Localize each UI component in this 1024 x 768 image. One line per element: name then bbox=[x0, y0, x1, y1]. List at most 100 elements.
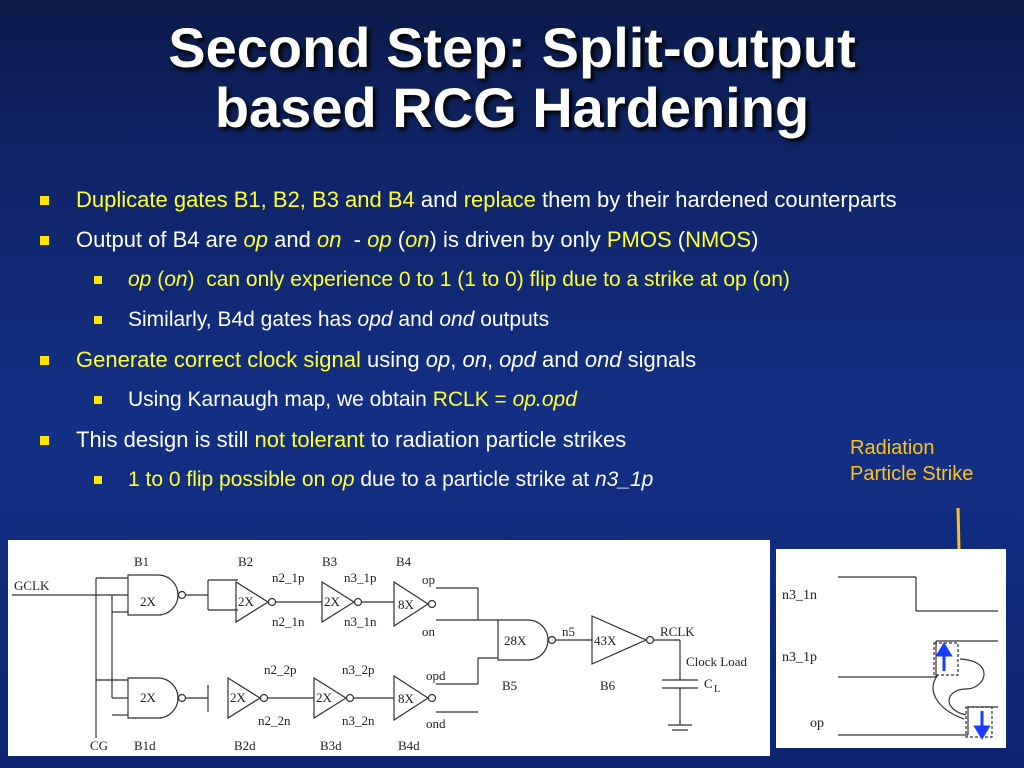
label-b1: B1 bbox=[134, 554, 149, 569]
slide-title: Second Step: Split-output based RCG Hard… bbox=[0, 18, 1024, 138]
circuit-diagram: GCLK CG B1 B2 B3 B4 B1d B2d B3d B4d B5 B… bbox=[8, 540, 770, 756]
text: Generate correct clock signal bbox=[76, 347, 361, 372]
text: , bbox=[450, 347, 463, 372]
text: This design is still bbox=[76, 427, 255, 452]
gate-size-b6: 43X bbox=[594, 633, 617, 648]
text: and bbox=[535, 347, 585, 372]
waveform-panel: n3_1n n3_1p op bbox=[776, 549, 1006, 748]
label-b2d: B2d bbox=[234, 738, 256, 753]
gate-size-b5: 28X bbox=[504, 633, 527, 648]
text: op bbox=[331, 468, 355, 491]
text: ( bbox=[151, 268, 165, 291]
node-opd: opd bbox=[426, 668, 446, 683]
node-ond: ond bbox=[426, 716, 446, 731]
text: to radiation particle strikes bbox=[364, 427, 627, 452]
gate-size-b4d: 8X bbox=[398, 691, 415, 706]
label-b5: B5 bbox=[502, 678, 517, 693]
node-n2-1p: n2_1p bbox=[272, 570, 305, 585]
bullet-output-b4: Output of B4 are op and on - op (on) is … bbox=[38, 226, 998, 254]
text: on bbox=[316, 227, 342, 252]
cl-subscript: L bbox=[714, 684, 720, 695]
node-n3-2p: n3_2p bbox=[342, 662, 375, 677]
title-line-2: based RCG Hardening bbox=[214, 76, 810, 139]
gate-size-b2: 2X bbox=[238, 594, 255, 609]
circuit-svg: GCLK CG B1 B2 B3 B4 B1d B2d B3d B4d B5 B… bbox=[12, 554, 748, 753]
cl-label: C bbox=[704, 676, 713, 691]
text: op bbox=[367, 227, 392, 252]
wave-label-n3-1p: n3_1p bbox=[782, 650, 817, 665]
node-n3-2n: n3_2n bbox=[342, 713, 375, 728]
node-n2-2p: n2_2p bbox=[264, 662, 297, 677]
text: Duplicate gates B1, B2, B3 and B4 bbox=[76, 187, 415, 212]
radiation-label-line-2: Particle Strike bbox=[850, 463, 974, 485]
gate-size-b4: 8X bbox=[398, 597, 415, 612]
label-b4d: B4d bbox=[398, 738, 420, 753]
text: op bbox=[243, 227, 269, 252]
node-n3-1n: n3_1n bbox=[344, 614, 377, 629]
node-n2-2n: n2_2n bbox=[258, 713, 291, 728]
sub-bullet-flip-possible: 1 to 0 flip possible on op due to a part… bbox=[38, 466, 998, 494]
bullet-list: Duplicate gates B1, B2, B3 and B4 and re… bbox=[38, 186, 998, 506]
text: ond bbox=[584, 347, 622, 372]
text: n3_1p bbox=[594, 468, 654, 491]
text: ( bbox=[391, 227, 406, 252]
text: RCLK = bbox=[432, 388, 513, 411]
node-n5: n5 bbox=[562, 624, 575, 639]
node-n3-1p: n3_1p bbox=[344, 570, 377, 585]
text: ) can only experience 0 to 1 (1 to 0) fl… bbox=[187, 268, 790, 291]
text: PMOS bbox=[606, 227, 672, 252]
text: using bbox=[360, 347, 426, 372]
waveform-svg: n3_1n n3_1p op bbox=[782, 576, 998, 740]
text: and bbox=[414, 187, 464, 212]
text: on bbox=[164, 268, 188, 291]
sub-bullet-b4d: Similarly, B4d gates has opd and ond out… bbox=[38, 306, 998, 334]
gate-size-b3d: 2X bbox=[316, 690, 333, 705]
text: Using Karnaugh map, we obtain bbox=[128, 388, 433, 411]
text: on bbox=[462, 347, 487, 372]
clock-load-label: Clock Load bbox=[686, 654, 748, 669]
label-b2: B2 bbox=[238, 554, 253, 569]
text: them by their hardened counterparts bbox=[535, 187, 897, 212]
text: Similarly, B4d gates has bbox=[128, 308, 358, 331]
text: - bbox=[341, 227, 368, 252]
wave-label-n3-1n: n3_1n bbox=[782, 588, 817, 603]
text: ond bbox=[439, 308, 475, 331]
text: and bbox=[392, 308, 440, 331]
text: ) bbox=[751, 227, 759, 252]
text: signals bbox=[621, 347, 697, 372]
radiation-label-line-1: Radiation bbox=[850, 437, 935, 459]
text: op bbox=[128, 268, 152, 291]
text: NMOS bbox=[685, 227, 752, 252]
label-b3d: B3d bbox=[320, 738, 342, 753]
title-line-1: Second Step: Split-output bbox=[168, 16, 856, 79]
node-on: on bbox=[422, 624, 436, 639]
radiation-label: Radiation Particle Strike bbox=[850, 435, 973, 487]
bullet-duplicate-gates: Duplicate gates B1, B2, B3 and B4 and re… bbox=[38, 186, 998, 214]
sub-bullet-op-flip: op (on) can only experience 0 to 1 (1 to… bbox=[38, 266, 998, 294]
text: not tolerant bbox=[254, 427, 365, 452]
label-b3: B3 bbox=[322, 554, 337, 569]
text: opd bbox=[499, 347, 536, 372]
text: op bbox=[425, 347, 451, 372]
text: ) is driven by only bbox=[429, 227, 607, 252]
text: on bbox=[405, 227, 430, 252]
label-b4: B4 bbox=[396, 554, 412, 569]
gate-size-b1: 2X bbox=[140, 594, 157, 609]
text: , bbox=[486, 347, 500, 372]
bullet-generate-clock: Generate correct clock signal using op, … bbox=[38, 346, 998, 374]
text: outputs bbox=[474, 308, 550, 331]
label-cg: CG bbox=[90, 738, 108, 753]
node-n2-1n: n2_1n bbox=[272, 614, 305, 629]
label-gclk: GCLK bbox=[14, 578, 50, 593]
text: due to a particle strike at bbox=[354, 468, 595, 491]
text: ( bbox=[671, 227, 686, 252]
text: replace bbox=[463, 187, 536, 212]
label-b6: B6 bbox=[600, 678, 616, 693]
node-op: op bbox=[422, 572, 435, 587]
text: opd bbox=[357, 308, 393, 331]
gate-size-b1d: 2X bbox=[140, 690, 157, 705]
gate-size-b3: 2X bbox=[324, 594, 341, 609]
sub-bullet-karnaugh: Using Karnaugh map, we obtain RCLK = op.… bbox=[38, 386, 998, 414]
text: op.opd bbox=[512, 388, 577, 411]
node-rclk: RCLK bbox=[660, 624, 695, 639]
